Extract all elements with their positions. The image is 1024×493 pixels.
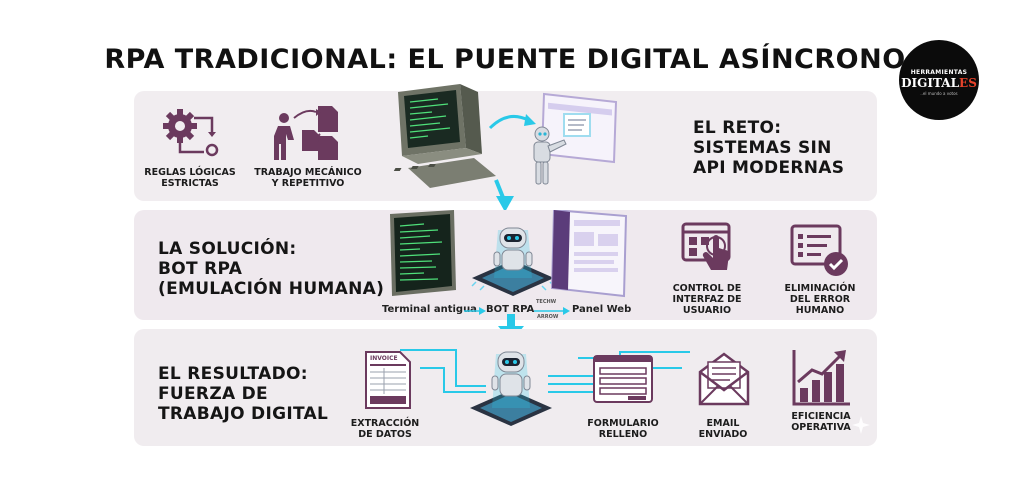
caption-line: Y REPETITIVO [271,178,345,189]
flow-label-web: Panel Web [572,304,632,315]
invoice-icon [365,351,411,409]
caption-line: ELIMINACIÓN [784,283,856,294]
envelope-icon [698,352,750,406]
legacy-computer-icon [393,84,496,188]
caption-line: TRABAJO MECÁNICO [254,167,362,178]
caption-error-removal: ELIMINACIÓN DEL ERROR HUMANO [775,283,865,316]
worker-documents-icon [274,106,338,160]
connector-lines-icon [400,349,690,393]
robot-at-screen-icon [533,92,618,185]
flow-label-terminal: Terminal antigua [382,304,477,315]
caption-operational-efficiency: EFICIENCIA OPERATIVA [776,411,866,433]
caption-line: EFICIENCIA [791,411,851,422]
caption-line: FORMULARIO [587,418,659,429]
arrow-to-robot-icon [488,114,536,130]
bot-rpa-result-icon [470,351,552,426]
challenge-panel [134,91,877,201]
caption-ui-control: CONTROL DE INTERFAZ DE USUARIO [662,283,752,316]
flow-note-bottom: ARROW [537,314,559,320]
form-icon [593,355,653,403]
logo-main: DIGITAL [901,76,960,90]
heading-line: TRABAJO DIGITAL [158,404,329,424]
caption-line: REGLAS LÓGICAS [144,167,236,178]
page-title: RPA TRADICIONAL: EL PUENTE DIGITAL ASÍNC… [104,44,906,75]
caption-line: ENVIADO [698,429,748,440]
challenge-heading: EL RETO: SISTEMAS SIN API MODERNAS [693,118,844,178]
brand-logo: HERRAMIENTAS DIGITALES ..el mundo a voto… [899,40,979,120]
caption-line: HUMANO [795,305,845,316]
caption-strict-rules: REGLAS LÓGICAS ESTRICTAS [140,167,240,189]
heading-line: SISTEMAS SIN [693,138,832,158]
web-panel-icon [550,210,628,298]
bot-rpa-chip-icon [471,227,555,296]
heading-line: BOT RPA [158,259,243,279]
checklist-icon [790,224,848,276]
caption-line: EMAIL [706,418,740,429]
growth-chart-icon [792,350,850,406]
down-arrow-icon [494,179,514,212]
heading-line: API MODERNAS [693,158,845,178]
caption-form-filled: FORMULARIO RELLENO [578,418,668,440]
caption-mechanical-work: TRABAJO MECÁNICO Y REPETITIVO [248,167,368,189]
flow-label-bot: BOT RPA [486,304,535,315]
flow-note-top: TECHW [536,299,557,305]
solution-heading: LA SOLUCIÓN: BOT RPA (EMULACIÓN HUMANA) [158,239,384,299]
caption-email-sent: EMAIL ENVIADO [680,418,766,440]
caption-data-extraction: EXTRACCIÓN DE DATOS [340,418,430,440]
caption-line: CONTROL DE [672,283,742,294]
heading-line: (EMULACIÓN HUMANA) [158,279,385,299]
invoice-label: INVOICE [370,355,398,362]
flow-arrow-1-icon [464,307,486,315]
caption-line: USUARIO [682,305,732,316]
caption-line: DEL ERROR [789,294,851,305]
touch-screen-icon [681,222,731,270]
caption-line: DE DATOS [358,429,412,440]
caption-line: OPERATIVA [791,422,851,433]
heading-line: FUERZA DE [158,384,268,404]
heading-line: EL RESULTADO: [158,364,308,384]
terminal-screen-icon [390,210,456,296]
caption-line: RELLENO [598,429,648,440]
logo-line-1: HERRAMIENTAS [910,69,968,76]
logo-accent: ES [959,76,977,90]
heading-line: LA SOLUCIÓN: [158,239,297,259]
heading-line: EL RETO: [693,118,782,138]
caption-line: EXTRACCIÓN [350,418,420,429]
caption-line: INTERFAZ DE [672,294,742,305]
logo-line-2: DIGITALES [899,76,979,90]
sparkle-icon [852,416,870,434]
gear-flow-icon [163,109,219,157]
logo-line-3: ..el mundo a votos [920,91,958,96]
flow-arrow-2-icon [534,307,570,315]
result-heading: EL RESULTADO: FUERZA DE TRABAJO DIGITAL [158,364,328,424]
caption-line: ESTRICTAS [161,178,219,189]
